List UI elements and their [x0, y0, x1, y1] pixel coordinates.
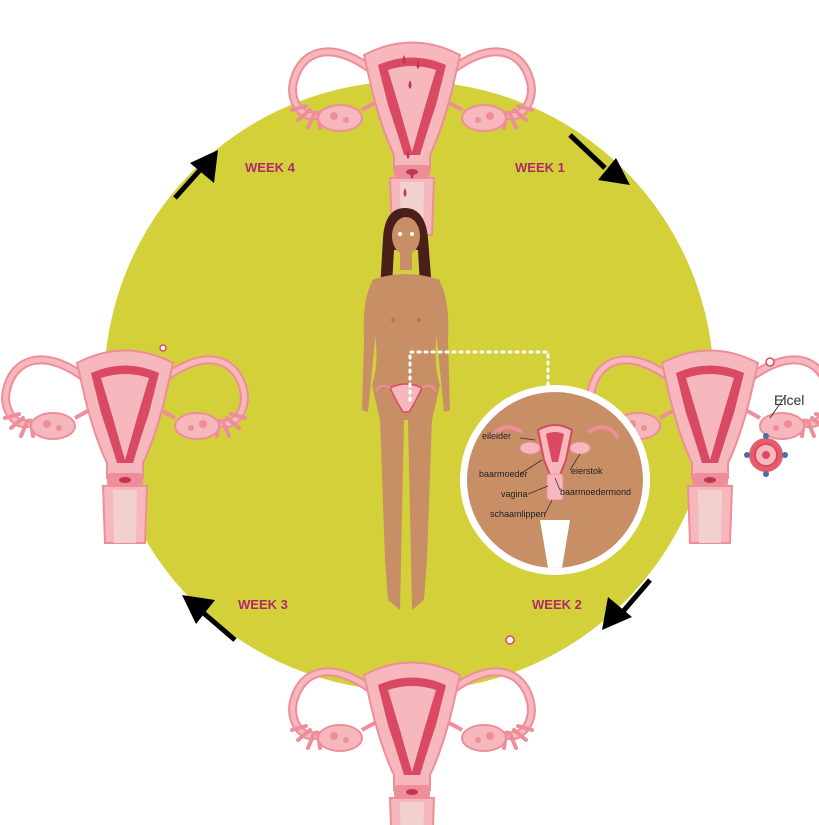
week-3-label: WEEK 3: [238, 597, 288, 612]
bottom-egg: [506, 636, 514, 644]
week-1-label: WEEK 1: [515, 160, 565, 175]
uterus-illustration-bottom: [292, 663, 532, 825]
released-egg: [766, 358, 774, 366]
label-eileider: eileider: [482, 431, 511, 441]
label-baarmoeder: baarmoeder: [479, 469, 528, 479]
egg-label: Eicel: [774, 392, 804, 408]
label-baarmoedermond: baarmoedermond: [560, 487, 631, 497]
week-4-label: WEEK 4: [245, 160, 296, 175]
zoom-inset: [460, 385, 650, 575]
label-vagina: vagina: [501, 489, 528, 499]
label-schaamlippen: schaamlippen: [490, 509, 546, 519]
label-eierstok: eierstok: [571, 466, 603, 476]
week-2-label: WEEK 2: [532, 597, 582, 612]
left-egg: [160, 345, 166, 351]
